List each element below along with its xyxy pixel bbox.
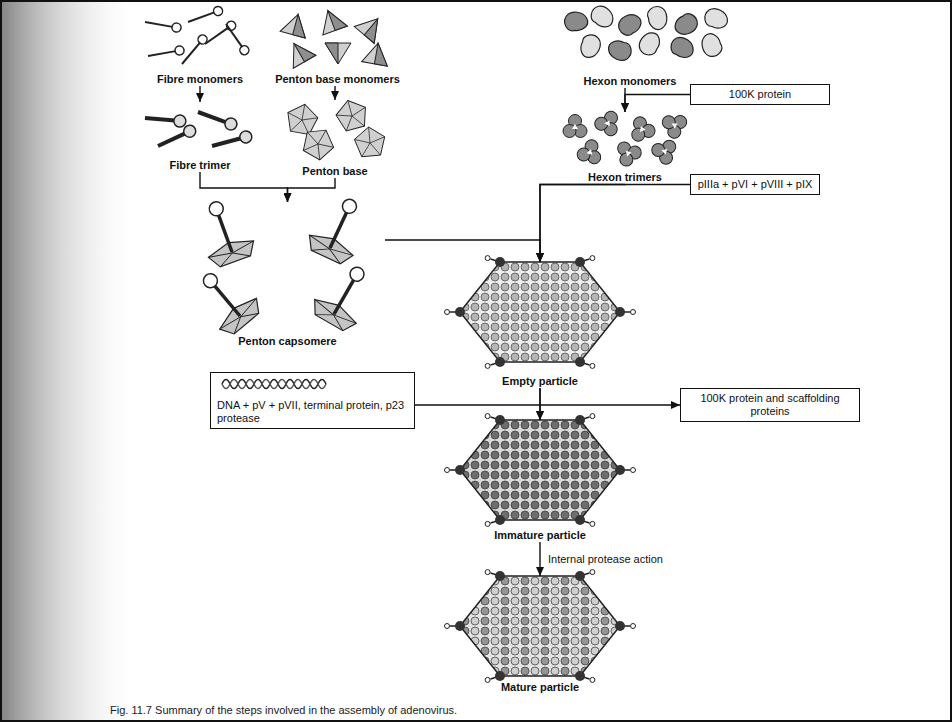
stage-label: Empty particle bbox=[502, 375, 578, 388]
fibre-monomer bbox=[186, 5, 223, 26]
assembly-arrow bbox=[539, 542, 540, 576]
assembly-stage: Hexon monomers bbox=[555, 8, 705, 88]
assembly-arrow bbox=[288, 178, 336, 202]
stage-label: Mature particle bbox=[501, 681, 579, 694]
fibre-monomer bbox=[144, 18, 182, 33]
fibre-trimer bbox=[210, 130, 253, 152]
stage-label: Immature particle bbox=[494, 529, 586, 542]
penton-base-monomer bbox=[325, 43, 351, 64]
fibre-monomer bbox=[222, 21, 250, 56]
penton-base bbox=[285, 102, 320, 136]
hexon-trimer bbox=[576, 137, 605, 165]
assembly-arrow bbox=[415, 405, 540, 420]
stage-label: Hexon monomers bbox=[584, 75, 677, 88]
fibre-trimer bbox=[144, 112, 186, 128]
hexon-monomer bbox=[646, 5, 668, 31]
protein-box: 100K protein bbox=[690, 84, 830, 105]
hexon-trimer bbox=[611, 136, 644, 169]
page-shade bbox=[0, 0, 140, 722]
box-text: 100K protein and scaffolding proteins bbox=[687, 392, 853, 418]
fibre-trimer bbox=[196, 106, 239, 131]
hexon-monomer bbox=[588, 2, 618, 31]
capsid-vertices bbox=[445, 414, 636, 527]
stage-label: Penton base bbox=[302, 165, 367, 178]
hexon-monomer bbox=[578, 32, 603, 60]
fibre-trimer bbox=[155, 123, 197, 151]
protein-box: DNA + pV + pVII, terminal protein, p23 p… bbox=[210, 372, 415, 429]
capsid-vertices bbox=[445, 256, 636, 369]
stage-label: Fibre trimer bbox=[169, 159, 230, 172]
dna-strand bbox=[222, 380, 326, 389]
hexon-trimer bbox=[649, 134, 682, 167]
assembly-arrow bbox=[334, 86, 335, 100]
assembly-arrow bbox=[385, 240, 540, 262]
penton-base bbox=[333, 97, 370, 133]
protein-box: pIIIa + pVI + pVIII + pIX bbox=[690, 174, 820, 195]
fibre-monomer bbox=[179, 33, 209, 67]
assembly-stage: Immature particle bbox=[455, 420, 625, 542]
assembly-arrow bbox=[199, 86, 200, 102]
box-text: DNA + pV + pVII, terminal protein, p23 p… bbox=[217, 399, 408, 425]
hexon-monomer bbox=[606, 38, 634, 63]
assembly-arrow bbox=[540, 388, 680, 405]
fibre-monomer bbox=[147, 45, 185, 60]
assembly-stage: Fibre trimer bbox=[135, 102, 265, 172]
immature-capsid bbox=[460, 420, 620, 520]
assembly-stage: Hexon trimers bbox=[555, 112, 695, 184]
penton-base-monomer bbox=[280, 11, 311, 38]
penton-base-monomer bbox=[354, 10, 387, 43]
stage-label: Hexon trimers bbox=[588, 171, 662, 184]
assembly-arrow bbox=[540, 184, 625, 262]
box-text: 100K protein bbox=[697, 88, 823, 101]
penton-base-monomer bbox=[316, 6, 348, 35]
assembly-stage: Penton base bbox=[280, 100, 390, 178]
hexon-monomer bbox=[565, 12, 588, 31]
protein-box: 100K protein and scaffolding proteins bbox=[680, 388, 860, 422]
hexon-trimer bbox=[563, 115, 587, 138]
hexon-trimer bbox=[660, 108, 692, 140]
stage-label: Penton base monomers bbox=[275, 73, 400, 86]
assembly-stage: Mature particle bbox=[455, 576, 625, 694]
hexon-monomer bbox=[699, 31, 724, 59]
assembly-stage: Penton capsomere bbox=[190, 202, 385, 348]
figure-caption: Fig. 11.7 Summary of the steps involved … bbox=[110, 704, 457, 717]
penton-capsomere bbox=[308, 256, 381, 335]
penton-capsomere bbox=[191, 194, 258, 270]
box-text: pIIIa + pVI + pVIII + pIX bbox=[697, 178, 813, 191]
penton-base-monomer bbox=[362, 41, 391, 66]
penton-base-monomer bbox=[283, 37, 316, 68]
stage-label: Penton capsomere bbox=[238, 335, 336, 348]
capsid-vertices bbox=[445, 570, 636, 683]
stage-label: Fibre monomers bbox=[157, 73, 243, 86]
dna-strand bbox=[222, 380, 326, 389]
penton-capsomere bbox=[188, 260, 265, 339]
hexon-trimer bbox=[626, 113, 656, 143]
hexon-trimer bbox=[592, 106, 624, 138]
hexon-monomer bbox=[615, 11, 644, 39]
hexon-monomer bbox=[636, 29, 664, 58]
assembly-stage: Empty particle bbox=[455, 262, 625, 388]
penton-capsomere bbox=[304, 190, 374, 267]
hexon-monomer bbox=[668, 34, 697, 62]
penton-base bbox=[298, 123, 339, 163]
hexon-monomer bbox=[672, 11, 701, 39]
assembly-stage: Penton base monomers bbox=[270, 8, 405, 86]
penton-base bbox=[353, 126, 386, 157]
empty-capsid bbox=[460, 262, 620, 362]
assembly-arrow bbox=[625, 95, 690, 113]
assembly-stage: Fibre monomers bbox=[135, 8, 265, 86]
assembly-arrow bbox=[200, 172, 288, 202]
hexon-monomer bbox=[702, 6, 730, 31]
assembly-arrow bbox=[540, 185, 690, 263]
edge-label: Internal protease action bbox=[546, 553, 665, 566]
mature-capsid bbox=[460, 576, 620, 676]
